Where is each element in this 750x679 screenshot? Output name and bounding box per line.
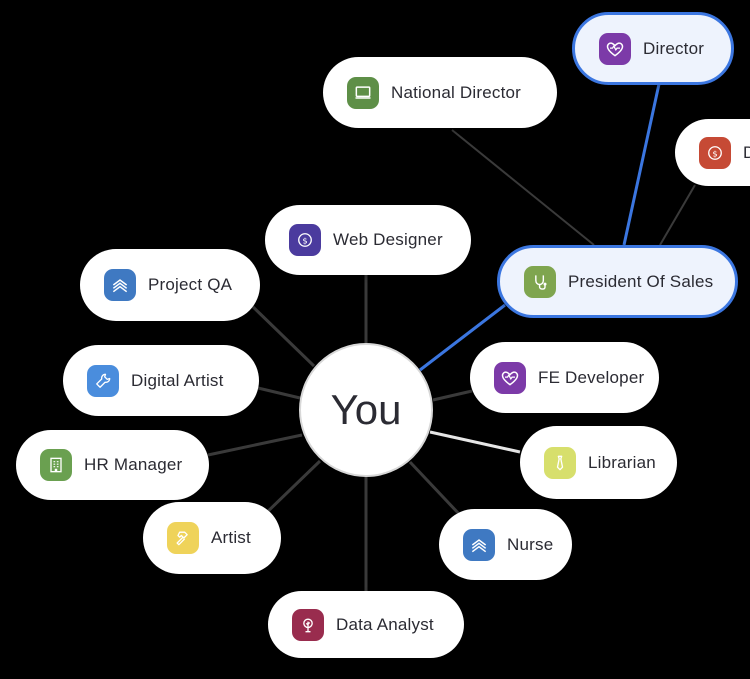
node-project-qa[interactable]: Project QA: [80, 249, 260, 321]
node-label: Artist: [211, 528, 251, 547]
link-you-nurse: [408, 460, 462, 517]
node-data-analyst[interactable]: Data Analyst: [268, 591, 464, 658]
link-president-director: [622, 83, 661, 246]
node-hr-manager[interactable]: HR Manager: [16, 430, 209, 500]
node-label: President Of Sales: [568, 271, 714, 291]
layers-icon: [463, 528, 495, 561]
node-nurse[interactable]: Nurse: [439, 509, 572, 580]
link-you-artist: [260, 459, 322, 519]
link-you-hr-manager: [207, 433, 303, 457]
stethoscope-icon: [524, 265, 556, 298]
center-node-you[interactable]: You: [299, 343, 433, 477]
node-label: Librarian: [588, 452, 656, 472]
monitor-icon: [347, 76, 379, 109]
node-label: National Director: [391, 82, 522, 102]
link-president-national-director: [451, 129, 595, 246]
hammer-icon: [167, 522, 199, 554]
link-you-president-of-sales: [419, 303, 506, 372]
node-label: HR Manager: [84, 455, 183, 474]
node-label: Data Analyst: [336, 614, 434, 634]
link-you-librarian: [429, 430, 521, 454]
wrench-icon: [87, 364, 119, 397]
node-label: Director: [643, 38, 705, 58]
node-president-of-sales[interactable]: President Of Sales: [497, 245, 738, 318]
building-icon: [40, 449, 72, 481]
node-label: Nurse: [507, 534, 554, 554]
link-president-offscreen: [659, 184, 696, 246]
dollar-icon: $: [699, 136, 731, 169]
svg-text:$: $: [712, 148, 717, 158]
node-director[interactable]: Director: [572, 12, 734, 85]
center-label: You: [330, 386, 402, 433]
node-web-designer[interactable]: $ Web Designer: [265, 205, 471, 275]
layers-icon: [104, 269, 136, 301]
plant-icon: [292, 608, 324, 641]
node-label: FE Developer: [538, 367, 645, 387]
node-label: Digital Artist: [131, 370, 224, 390]
link-you-project-qa: [248, 302, 316, 368]
heart-icon: [599, 32, 631, 65]
node-national-director[interactable]: National Director: [323, 57, 557, 128]
node-artist[interactable]: Artist: [143, 502, 281, 574]
node-label: Web Designer: [333, 230, 443, 249]
svg-text:$: $: [302, 235, 307, 245]
node-label: Project QA: [148, 275, 233, 294]
link-you-digital-artist: [257, 386, 301, 400]
node-label: D: [743, 142, 750, 162]
node-librarian[interactable]: Librarian: [520, 426, 677, 499]
dollar-icon: $: [289, 224, 321, 256]
link-you-fe-developer: [432, 389, 473, 402]
node-digital-artist[interactable]: Digital Artist: [63, 345, 259, 416]
heart-icon: [494, 361, 526, 394]
tie-icon: [544, 446, 576, 479]
node-offscreen[interactable]: $ D: [675, 119, 750, 186]
node-fe-developer[interactable]: FE Developer: [470, 342, 659, 413]
